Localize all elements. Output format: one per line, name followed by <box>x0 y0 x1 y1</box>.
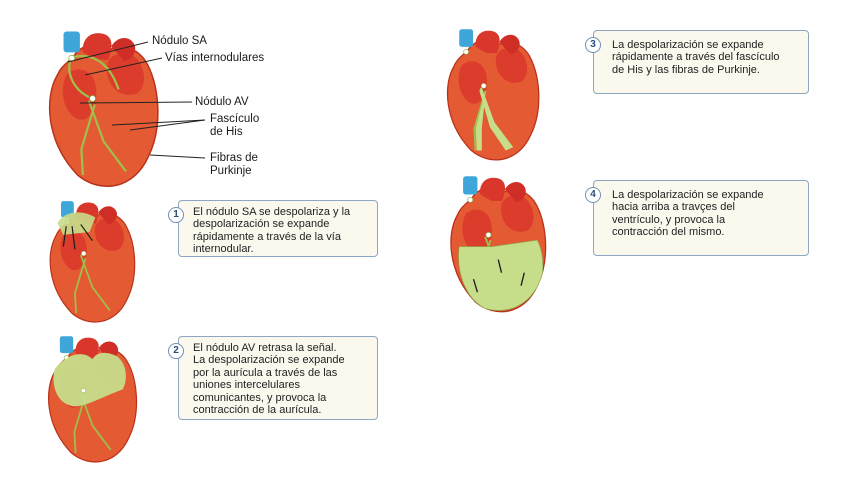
step-4-badge: 4 <box>585 187 601 203</box>
step-1-box: El nódulo SA se despolariza y la despola… <box>178 200 378 257</box>
heart-step-4 <box>449 175 547 313</box>
his-bundle-label: Fascículo de His <box>210 113 260 138</box>
heart-diagram-main <box>48 30 159 188</box>
step-4-text: La despolarización se expande hacia arri… <box>612 189 764 239</box>
heart-step-2 <box>47 335 138 463</box>
heart-step-3 <box>446 28 540 161</box>
step-3-box: La despolarización se expande rápidament… <box>593 30 809 94</box>
step-3-text: La despolarización se expande rápidament… <box>612 39 780 76</box>
step-1-badge: 1 <box>168 207 184 223</box>
purkinje-fibers-label: Fibras de Purkinje <box>210 152 258 177</box>
heart-step-1 <box>49 200 136 323</box>
sa-node-label: Nódulo SA <box>152 35 207 47</box>
step-1-text: El nódulo SA se despolariza y la despola… <box>193 206 351 256</box>
step-2-badge: 2 <box>168 343 184 359</box>
step-4-box: La despolarización se expande hacia arri… <box>593 180 809 256</box>
internodal-pathways-label: Vías internodulares <box>165 52 265 64</box>
av-node-label: Nódulo AV <box>195 96 249 108</box>
step-3-badge: 3 <box>585 37 601 53</box>
step-2-text: El nódulo AV retrasa la señal. La despol… <box>193 342 345 417</box>
step-2-box: El nódulo AV retrasa la señal. La despol… <box>178 336 378 420</box>
